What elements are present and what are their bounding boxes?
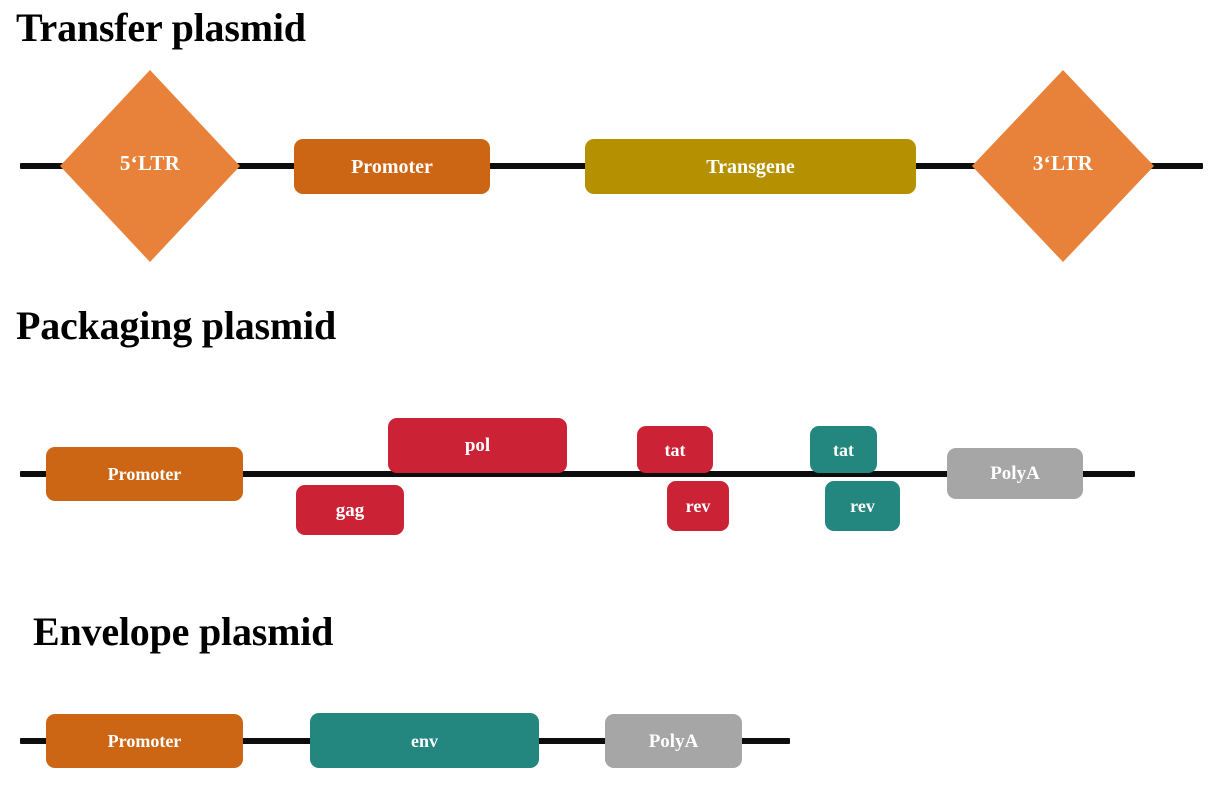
feature-label-env: env <box>411 730 438 751</box>
feature-promoter-envelope: Promoter <box>46 714 243 768</box>
feature-label-rev-2: rev <box>850 496 875 516</box>
feature-rev-2: rev <box>825 481 900 531</box>
feature-rev-1: rev <box>667 481 729 531</box>
feature-tat-1: tat <box>637 426 713 473</box>
section-title-transfer-plasmid: Transfer plasmid <box>16 5 306 50</box>
feature-label-rev-1: rev <box>685 496 711 516</box>
feature-polya-packaging: PolyA <box>947 448 1083 499</box>
section-title-envelope-plasmid: Envelope plasmid <box>33 609 334 654</box>
feature-label-3-prime-ltr: 3‘LTR <box>1032 150 1094 175</box>
feature-env: env <box>310 713 539 768</box>
feature-3-prime-ltr: 3‘LTR <box>972 70 1154 262</box>
feature-gag: gag <box>296 485 404 535</box>
section-title-packaging-plasmid: Packaging plasmid <box>16 303 336 348</box>
feature-label-5-prime-ltr: 5‘LTR <box>119 150 181 175</box>
feature-label-transgene: Transgene <box>706 155 795 178</box>
backbone-line-packaging <box>20 471 1135 477</box>
feature-label-tat-1: tat <box>664 439 686 460</box>
feature-label-promoter-packaging: Promoter <box>107 464 182 484</box>
feature-tat-2: tat <box>810 426 877 473</box>
feature-label-promoter-transfer: Promoter <box>351 155 433 178</box>
feature-5-prime-ltr: 5‘LTR <box>60 70 240 262</box>
feature-label-polya-packaging: PolyA <box>990 463 1040 484</box>
feature-label-promoter-envelope: Promoter <box>107 731 182 751</box>
feature-label-gag: gag <box>335 499 365 521</box>
feature-label-polya-envelope: PolyA <box>648 730 699 752</box>
feature-pol: pol <box>388 418 567 473</box>
feature-promoter-transfer: Promoter <box>294 139 490 194</box>
feature-label-pol: pol <box>464 435 491 456</box>
feature-transgene: Transgene <box>585 139 916 194</box>
feature-promoter-packaging: Promoter <box>46 447 243 501</box>
feature-label-tat-2: tat <box>833 439 854 460</box>
feature-polya-envelope: PolyA <box>605 714 742 768</box>
